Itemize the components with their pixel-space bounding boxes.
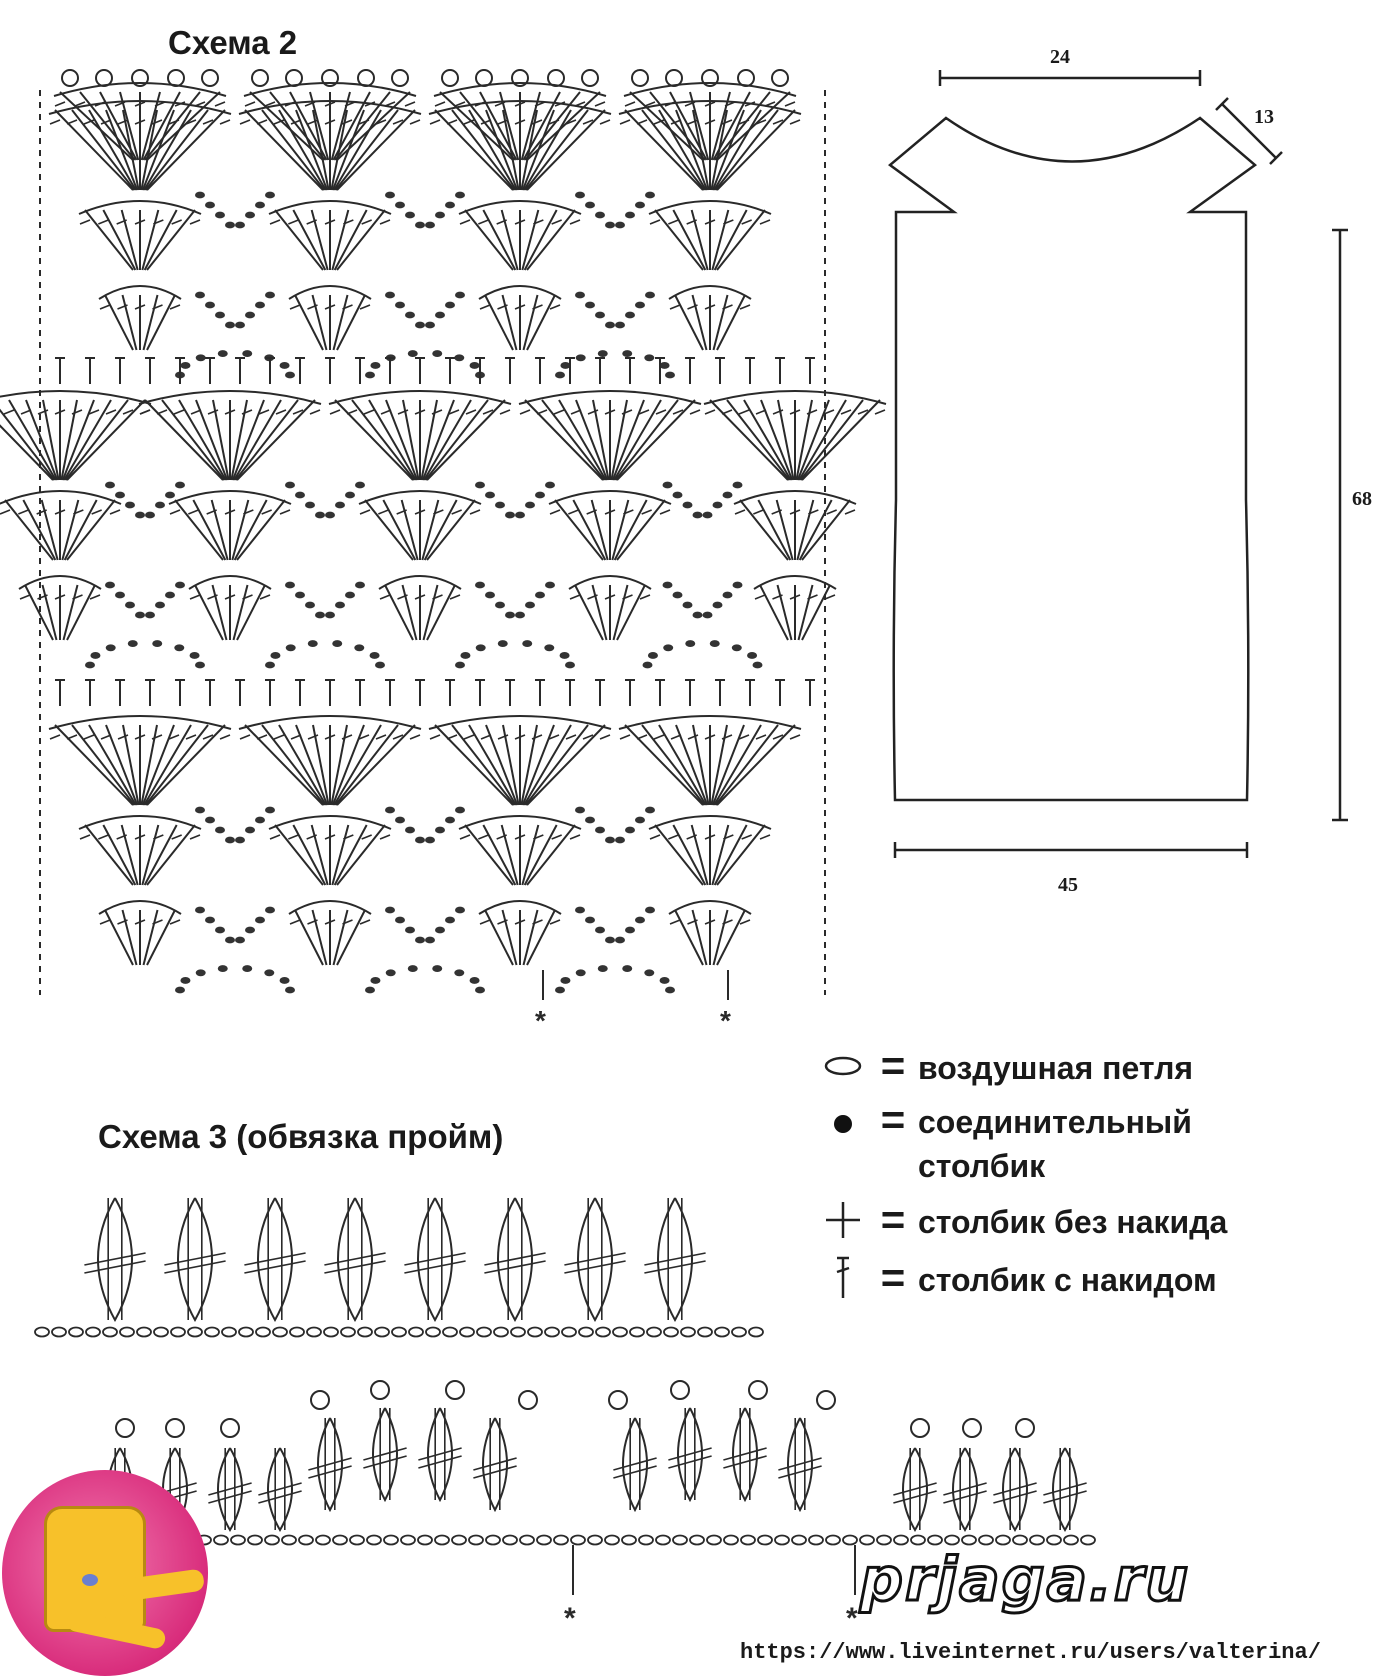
svg-text:*: * xyxy=(720,1005,731,1036)
slip-stitch-icon xyxy=(818,1100,868,1140)
legend-label: столбик с накидом xyxy=(918,1262,1217,1298)
legend-label: соединительный столбик xyxy=(918,1104,1192,1184)
source-url: https://www.liveinternet.ru/users/valter… xyxy=(740,1640,1321,1665)
chain-icon xyxy=(818,1046,868,1086)
scheme3-title: Схема 3 (обвязка пройм) xyxy=(98,1118,504,1155)
dim-top: 24 xyxy=(1050,46,1070,68)
double-crochet-icon xyxy=(818,1256,868,1298)
legend-item-single-crochet: = столбик без накида xyxy=(818,1199,1318,1244)
dim-shoulder: 13 xyxy=(1254,106,1274,128)
legend-label: воздушная петля xyxy=(918,1050,1194,1086)
legend-item-chain: = воздушная петля xyxy=(818,1045,1318,1090)
legend-item-double-crochet: = столбик с накидом xyxy=(818,1256,1318,1302)
single-crochet-icon xyxy=(818,1200,868,1240)
dim-length: 68 xyxy=(1352,488,1372,510)
dim-bottom: 45 xyxy=(1058,874,1078,896)
scheme2-title: Схема 2 xyxy=(168,24,298,61)
svg-text:*: * xyxy=(535,1005,546,1036)
svg-text:*: * xyxy=(564,1602,576,1635)
site-logo xyxy=(2,1470,208,1676)
legend-item-slip-stitch: = соединительный столбик xyxy=(818,1099,1318,1188)
svg-text:*: * xyxy=(846,1602,858,1635)
legend-label: столбик без накида xyxy=(918,1204,1228,1240)
brand-wordmark: prjaga.ru xyxy=(858,1544,1191,1617)
